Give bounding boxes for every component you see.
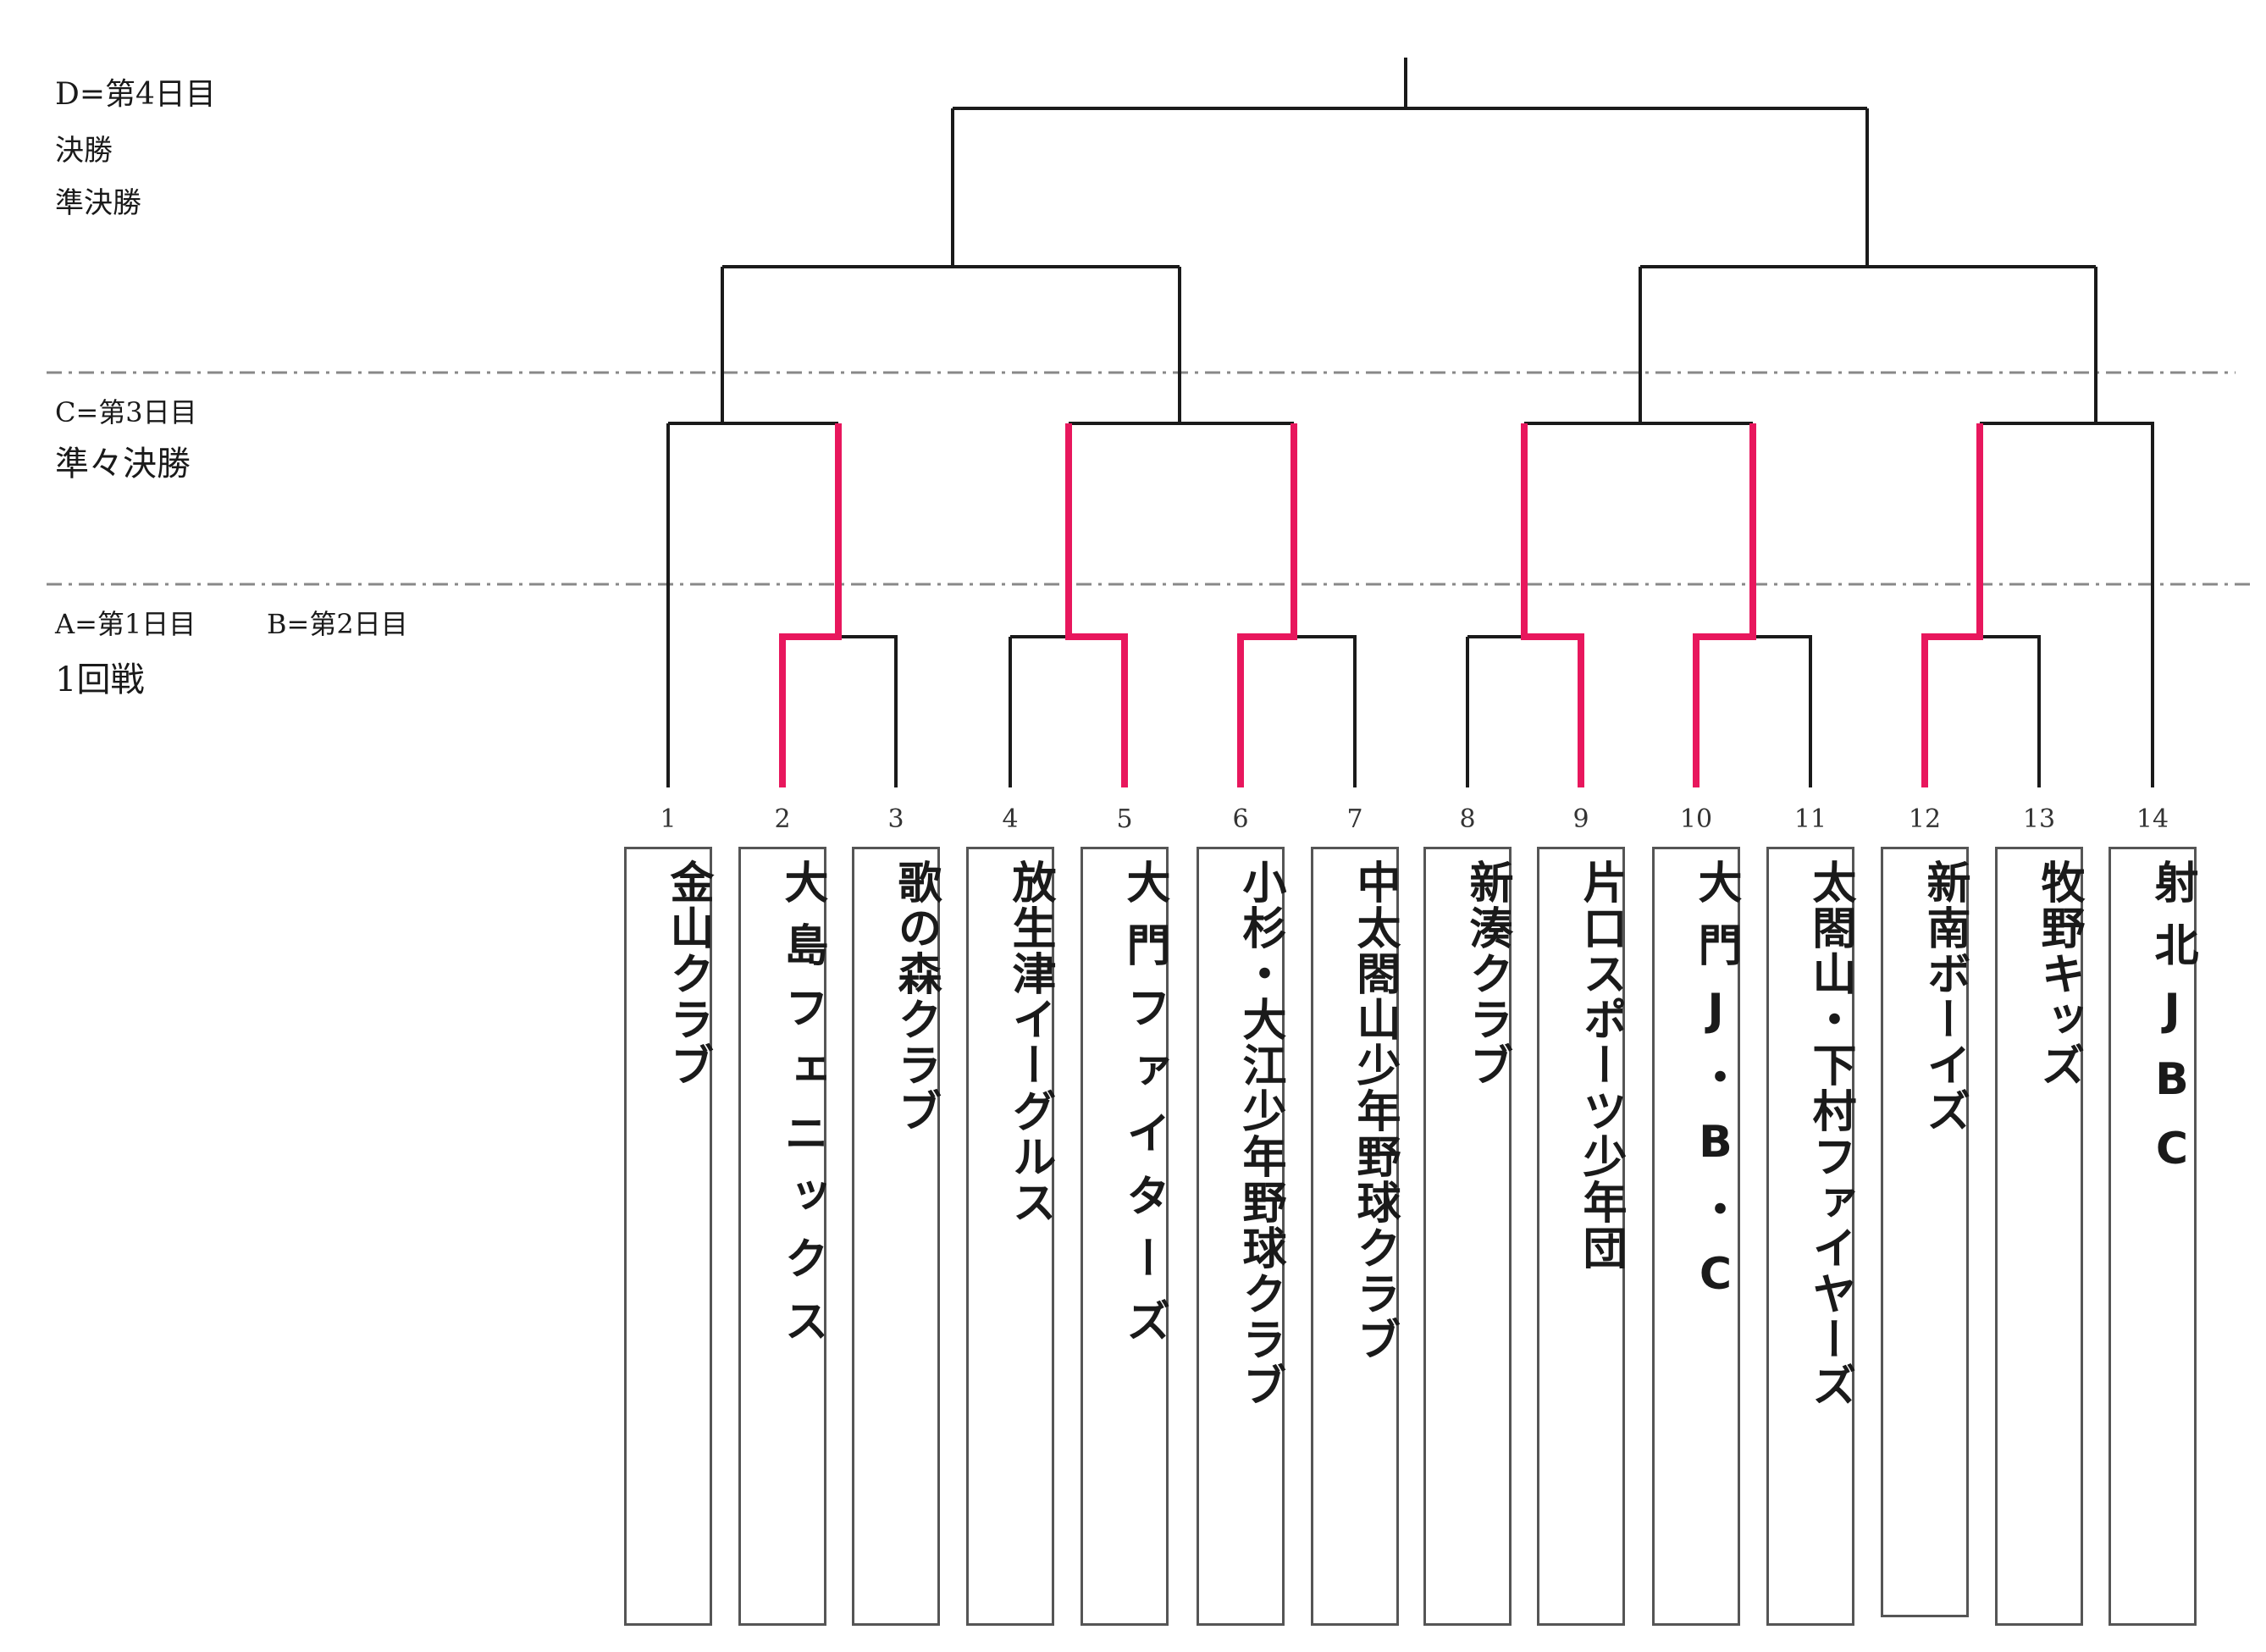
team-name: 新湊クラブ	[1462, 859, 1512, 1088]
quarterfinal-label: 準々決勝	[55, 445, 191, 483]
team-number: 7	[1346, 804, 1363, 834]
r1-match-12-13-black	[1980, 635, 2041, 787]
winner-path-team-12	[1921, 423, 1983, 787]
team-box: 牧野キッズ	[1995, 847, 2084, 1626]
first-round-label: 1回戦	[55, 660, 145, 699]
team-box: 大島フェニックス	[738, 847, 827, 1626]
team-number: 5	[1116, 804, 1133, 834]
team-box: 射北JBC	[2108, 847, 2197, 1626]
team-box: 中太閤山少年野球クラブ	[1311, 847, 1400, 1626]
team-box: 太閤山・下村ファイヤーズ	[1766, 847, 1855, 1626]
final-label: 決勝	[55, 134, 113, 168]
team-box: 大門J・B・C	[1652, 847, 1741, 1626]
semifinal-label: 準決勝	[55, 186, 141, 220]
team-number: 9	[1572, 804, 1589, 834]
team-name: 大門J・B・C	[1690, 859, 1741, 1318]
team-box: 放生津イーグルス	[966, 847, 1055, 1626]
semifinal-bracket-right	[1639, 265, 2097, 423]
day-b-label: B=第2日目	[267, 608, 408, 640]
team-name: 放生津イーグルス	[1004, 859, 1055, 1225]
team-name: 大門ファイターズ	[1119, 859, 1169, 1361]
semifinal-bracket-left	[721, 265, 1181, 423]
team-number: 14	[2136, 804, 2169, 834]
r1-match-6-7-black	[1294, 635, 1357, 787]
day-a-label: A=第1日目	[55, 608, 196, 640]
team-number: 12	[1908, 804, 1942, 834]
team-name: 新南ボーイズ	[1919, 859, 1970, 1134]
team-name: 歌の森クラブ	[890, 859, 941, 1134]
team-box: 金山クラブ	[624, 847, 713, 1626]
day-c-label: C=第3日目	[55, 396, 197, 428]
team-name: 射北JBC	[2147, 859, 2197, 1193]
team-name: 金山クラブ	[662, 859, 713, 1088]
r1-match-8-9-black	[1466, 635, 1524, 787]
qf4-black	[1980, 422, 2154, 787]
team-box: 歌の森クラブ	[852, 847, 941, 1626]
team-number: 3	[887, 804, 904, 834]
winner-path-team-6	[1237, 423, 1297, 787]
team-number: 11	[1793, 804, 1827, 834]
r1-match-10-11-black	[1753, 635, 1812, 787]
team-name: 牧野キッズ	[2033, 859, 2084, 1088]
winner-path-team-5	[1065, 423, 1128, 787]
team-number: 8	[1459, 804, 1476, 834]
team-number: 4	[1002, 804, 1019, 834]
team-name: 大島フェニックス	[777, 859, 827, 1361]
r1-match-2-3-black	[838, 635, 898, 787]
team-number: 10	[1679, 804, 1713, 834]
team-number: 1	[660, 804, 677, 834]
day-d-label: D=第4日目	[55, 77, 216, 112]
team-box: 小杉・大江少年野球クラブ	[1197, 847, 1285, 1626]
team-number: 6	[1232, 804, 1249, 834]
team-number: 2	[774, 804, 791, 834]
final-bracket-line	[951, 58, 1869, 267]
team-name: 小杉・大江少年野球クラブ	[1235, 859, 1285, 1408]
team-box: 片口スポーツ少年団	[1537, 847, 1626, 1626]
team-box: 大門ファイターズ	[1080, 847, 1169, 1626]
winner-path-team-9	[1521, 423, 1584, 787]
team-name: 太閤山・下村ファイヤーズ	[1805, 859, 1855, 1408]
team-name: 中太閤山少年野球クラブ	[1349, 859, 1400, 1362]
r1-match-4-5-black	[1009, 635, 1069, 787]
winner-path-team-2	[779, 423, 842, 787]
team-box: 新南ボーイズ	[1881, 847, 1970, 1617]
winner-path-team-10	[1693, 423, 1756, 787]
team-name: 片口スポーツ少年団	[1575, 859, 1626, 1271]
team-box: 新湊クラブ	[1423, 847, 1512, 1626]
team-number: 13	[2022, 804, 2056, 834]
qf1-black	[666, 422, 838, 787]
